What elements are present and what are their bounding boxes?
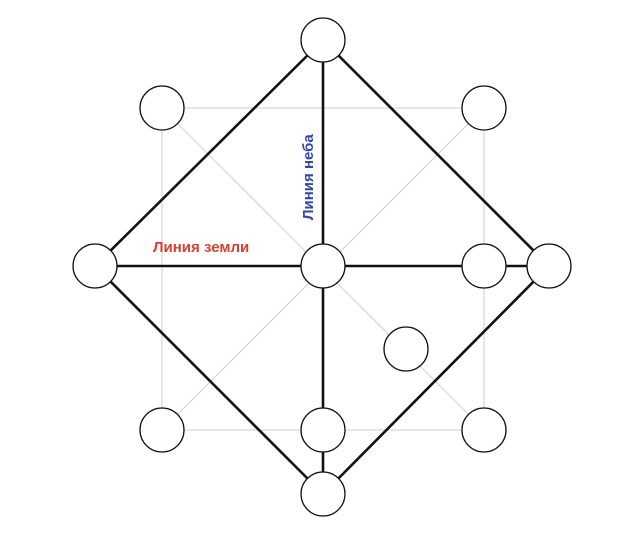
node-center (300, 243, 346, 289)
edge-bottom-left (93, 264, 325, 496)
node-upper-right (461, 85, 507, 131)
node-right-inner (461, 243, 507, 289)
node-lower-left (139, 407, 185, 453)
node-lower-right (461, 407, 507, 453)
edge-bottom-right (321, 264, 551, 496)
node-bottom (300, 471, 346, 517)
nodes (72, 17, 572, 517)
edge-top-right (321, 38, 551, 268)
earth-line-label: Линия земли (153, 239, 249, 256)
sky-line-label: Линия неба (300, 134, 317, 220)
node-lower-center (300, 407, 346, 453)
node-upper-left (139, 85, 185, 131)
node-left (72, 243, 118, 289)
node-top (300, 17, 346, 63)
node-inner-lower-right (383, 326, 429, 372)
edge-top-left (93, 38, 325, 268)
node-right (526, 243, 572, 289)
